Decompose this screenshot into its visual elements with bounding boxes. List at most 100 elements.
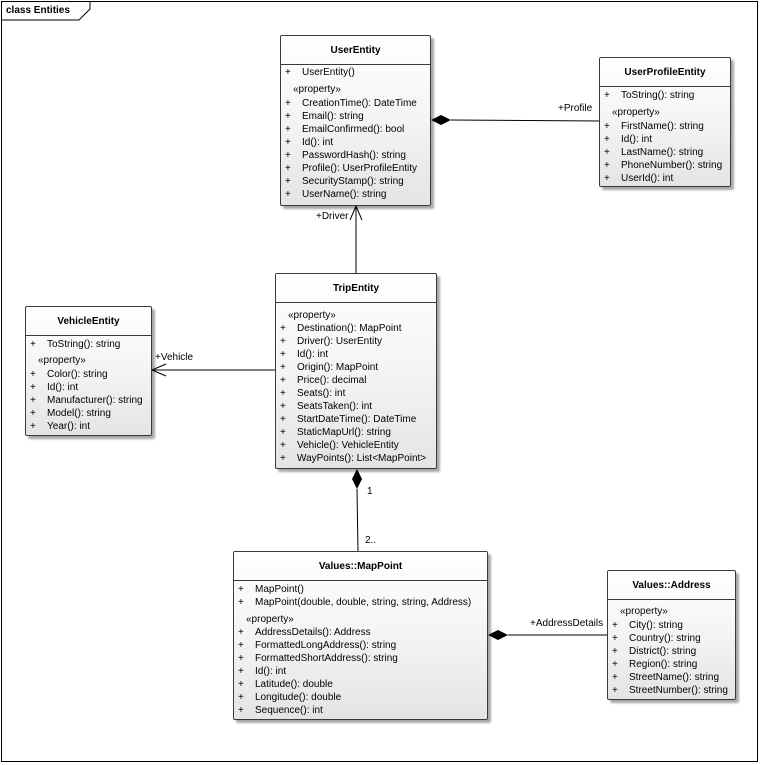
property-signature: StaticMapUrl(): string (297, 427, 391, 438)
visibility-marker: + (280, 453, 286, 464)
class-user-entity[interactable]: UserEntity +UserEntity() «property» +Cre… (280, 35, 431, 206)
class-name: Values::MapPoint (234, 552, 487, 581)
class-mappoint[interactable]: Values::MapPoint + MapPoint()+ MapPoint(do… (233, 551, 488, 720)
property-row: +Email(): string (285, 110, 364, 123)
visibility-marker: + (612, 672, 618, 683)
visibility-marker: + (238, 705, 244, 716)
property-row: +Id(): int (604, 133, 652, 146)
class-user-profile-entity[interactable]: UserProfileEntity +ToString(): string «p… (599, 57, 731, 187)
address-association[interactable] (488, 630, 607, 640)
property-signature: Country(): string (629, 633, 701, 644)
property-signature: EmailConfirmed(): bool (302, 124, 405, 135)
operation-row: +UserEntity() (285, 67, 355, 78)
property-signature: StartDateTime(): DateTime (297, 414, 417, 425)
visibility-marker: + (285, 176, 291, 187)
property-row: +Id(): int (280, 348, 328, 361)
property-row: +Vehicle(): VehicleEntity (280, 439, 399, 452)
profile-association[interactable] (431, 115, 601, 125)
operation-row: + MapPoint(double, double, string, string… (238, 596, 471, 609)
property-signature: UserId(): int (621, 173, 674, 184)
visibility-marker: + (30, 408, 36, 419)
waypoints-target-multiplicity: 2.. (365, 535, 377, 546)
visibility-marker: + (280, 336, 286, 347)
property-row: +StreetNumber(): string (612, 684, 728, 697)
property-signature: Email(): string (302, 111, 364, 122)
property-row: +Manufacturer(): string (30, 394, 143, 407)
visibility-marker: + (604, 160, 610, 171)
property-row: + SecurityStamp(): string (285, 175, 404, 188)
class-vehicle-entity[interactable]: VehicleEntity +ToString(): string «prope… (25, 306, 152, 436)
property-signature: Sequence(): int (255, 705, 323, 716)
visibility-marker: + (612, 646, 618, 657)
property-row: + Color(): string (30, 368, 108, 381)
property-signature: Model(): string (47, 408, 111, 419)
property-signature: FirstName(): string (621, 121, 704, 132)
property-signature: PhoneNumber(): string (621, 160, 723, 171)
class-address[interactable]: Values::Address «property» +City(): stri… (607, 570, 736, 700)
stereotype-label: «property» (246, 614, 294, 625)
operation-row: +ToString(): string (604, 90, 695, 101)
class-trip-entity[interactable]: TripEntity «property» +Destination(): Ma… (275, 273, 437, 469)
visibility-marker: + (612, 659, 618, 670)
driver-association[interactable] (349, 204, 363, 273)
visibility-marker: + (285, 163, 291, 174)
stereotype-label: «property» (612, 107, 660, 118)
property-row: + Origin(): MapPoint (280, 361, 378, 374)
property-signature: District(): string (629, 646, 697, 657)
waypoints-source-multiplicity: 1 (367, 486, 373, 497)
property-row: + Driver(): UserEntity (280, 335, 382, 348)
vehicle-role-label: +Vehicle (155, 352, 194, 363)
property-row: + Country(): string (612, 632, 701, 645)
property-signature: AddressDetails(): Address (255, 627, 371, 638)
property-row: +Id(): int (285, 136, 333, 149)
visibility-marker: + (280, 401, 286, 412)
property-signature: SecurityStamp(): string (302, 176, 404, 187)
property-signature: StreetNumber(): string (629, 685, 728, 696)
class-members: +ToString(): string «property» + FirstNam… (600, 87, 730, 186)
visibility-marker: + (604, 173, 610, 184)
property-row: + Seats(): int (280, 387, 345, 400)
visibility-marker: + (612, 633, 618, 644)
property-signature: Id(): int (297, 349, 329, 360)
class-name: UserProfileEntity (600, 58, 730, 87)
class-members: + MapPoint() + MapPoint(double, double, str… (234, 581, 487, 719)
vehicle-association[interactable] (150, 363, 275, 377)
property-signature: PasswordHash(): string (302, 150, 406, 161)
property-row: +UserName(): string (285, 188, 386, 201)
frame-label: class Entities (6, 5, 70, 16)
visibility-marker: + (604, 121, 610, 132)
visibility-marker: + (238, 597, 244, 608)
property-signature: FormattedShortAddress(): string (255, 653, 398, 664)
property-signature: Driver(): UserEntity (297, 336, 383, 347)
waypoints-association[interactable] (352, 469, 362, 552)
property-row: +Year(): int (30, 420, 90, 433)
driver-role-label: +Driver (316, 211, 349, 222)
property-signature: Manufacturer(): string (47, 395, 143, 406)
property-row: + Sequence(): int (238, 704, 323, 717)
property-signature: Profile(): UserProfileEntity (302, 163, 418, 174)
property-signature: CreationTime(): DateTime (302, 98, 417, 109)
operation-signature: MapPoint() (255, 584, 304, 595)
visibility-marker: + (238, 653, 244, 664)
operation-signature: MapPoint(double, double, string, string,… (255, 597, 472, 608)
visibility-marker: + (238, 692, 244, 703)
property-signature: StreetName(): string (629, 672, 720, 683)
property-row: +SeatsTaken(): int (280, 400, 372, 413)
property-row: +PasswordHash(): string (285, 149, 406, 162)
property-signature: Vehicle(): VehicleEntity (297, 440, 399, 451)
visibility-marker: + (30, 369, 36, 380)
class-members: +ToString(): string «property» +Color():… (26, 336, 151, 435)
property-signature: Color(): string (47, 369, 108, 380)
visibility-marker: + (280, 362, 286, 373)
property-signature: Seats(): int (297, 388, 346, 399)
property-signature: Origin(): MapPoint (297, 362, 379, 373)
stereotype-label: «property» (38, 355, 86, 366)
property-signature: Destination(): MapPoint (297, 323, 402, 334)
property-signature: Year(): int (47, 421, 90, 432)
property-row: +CreationTime(): DateTime (285, 97, 417, 110)
property-signature: City(): string (629, 620, 683, 631)
stereotype-label: «property» (288, 310, 336, 321)
visibility-marker: + (280, 388, 286, 399)
